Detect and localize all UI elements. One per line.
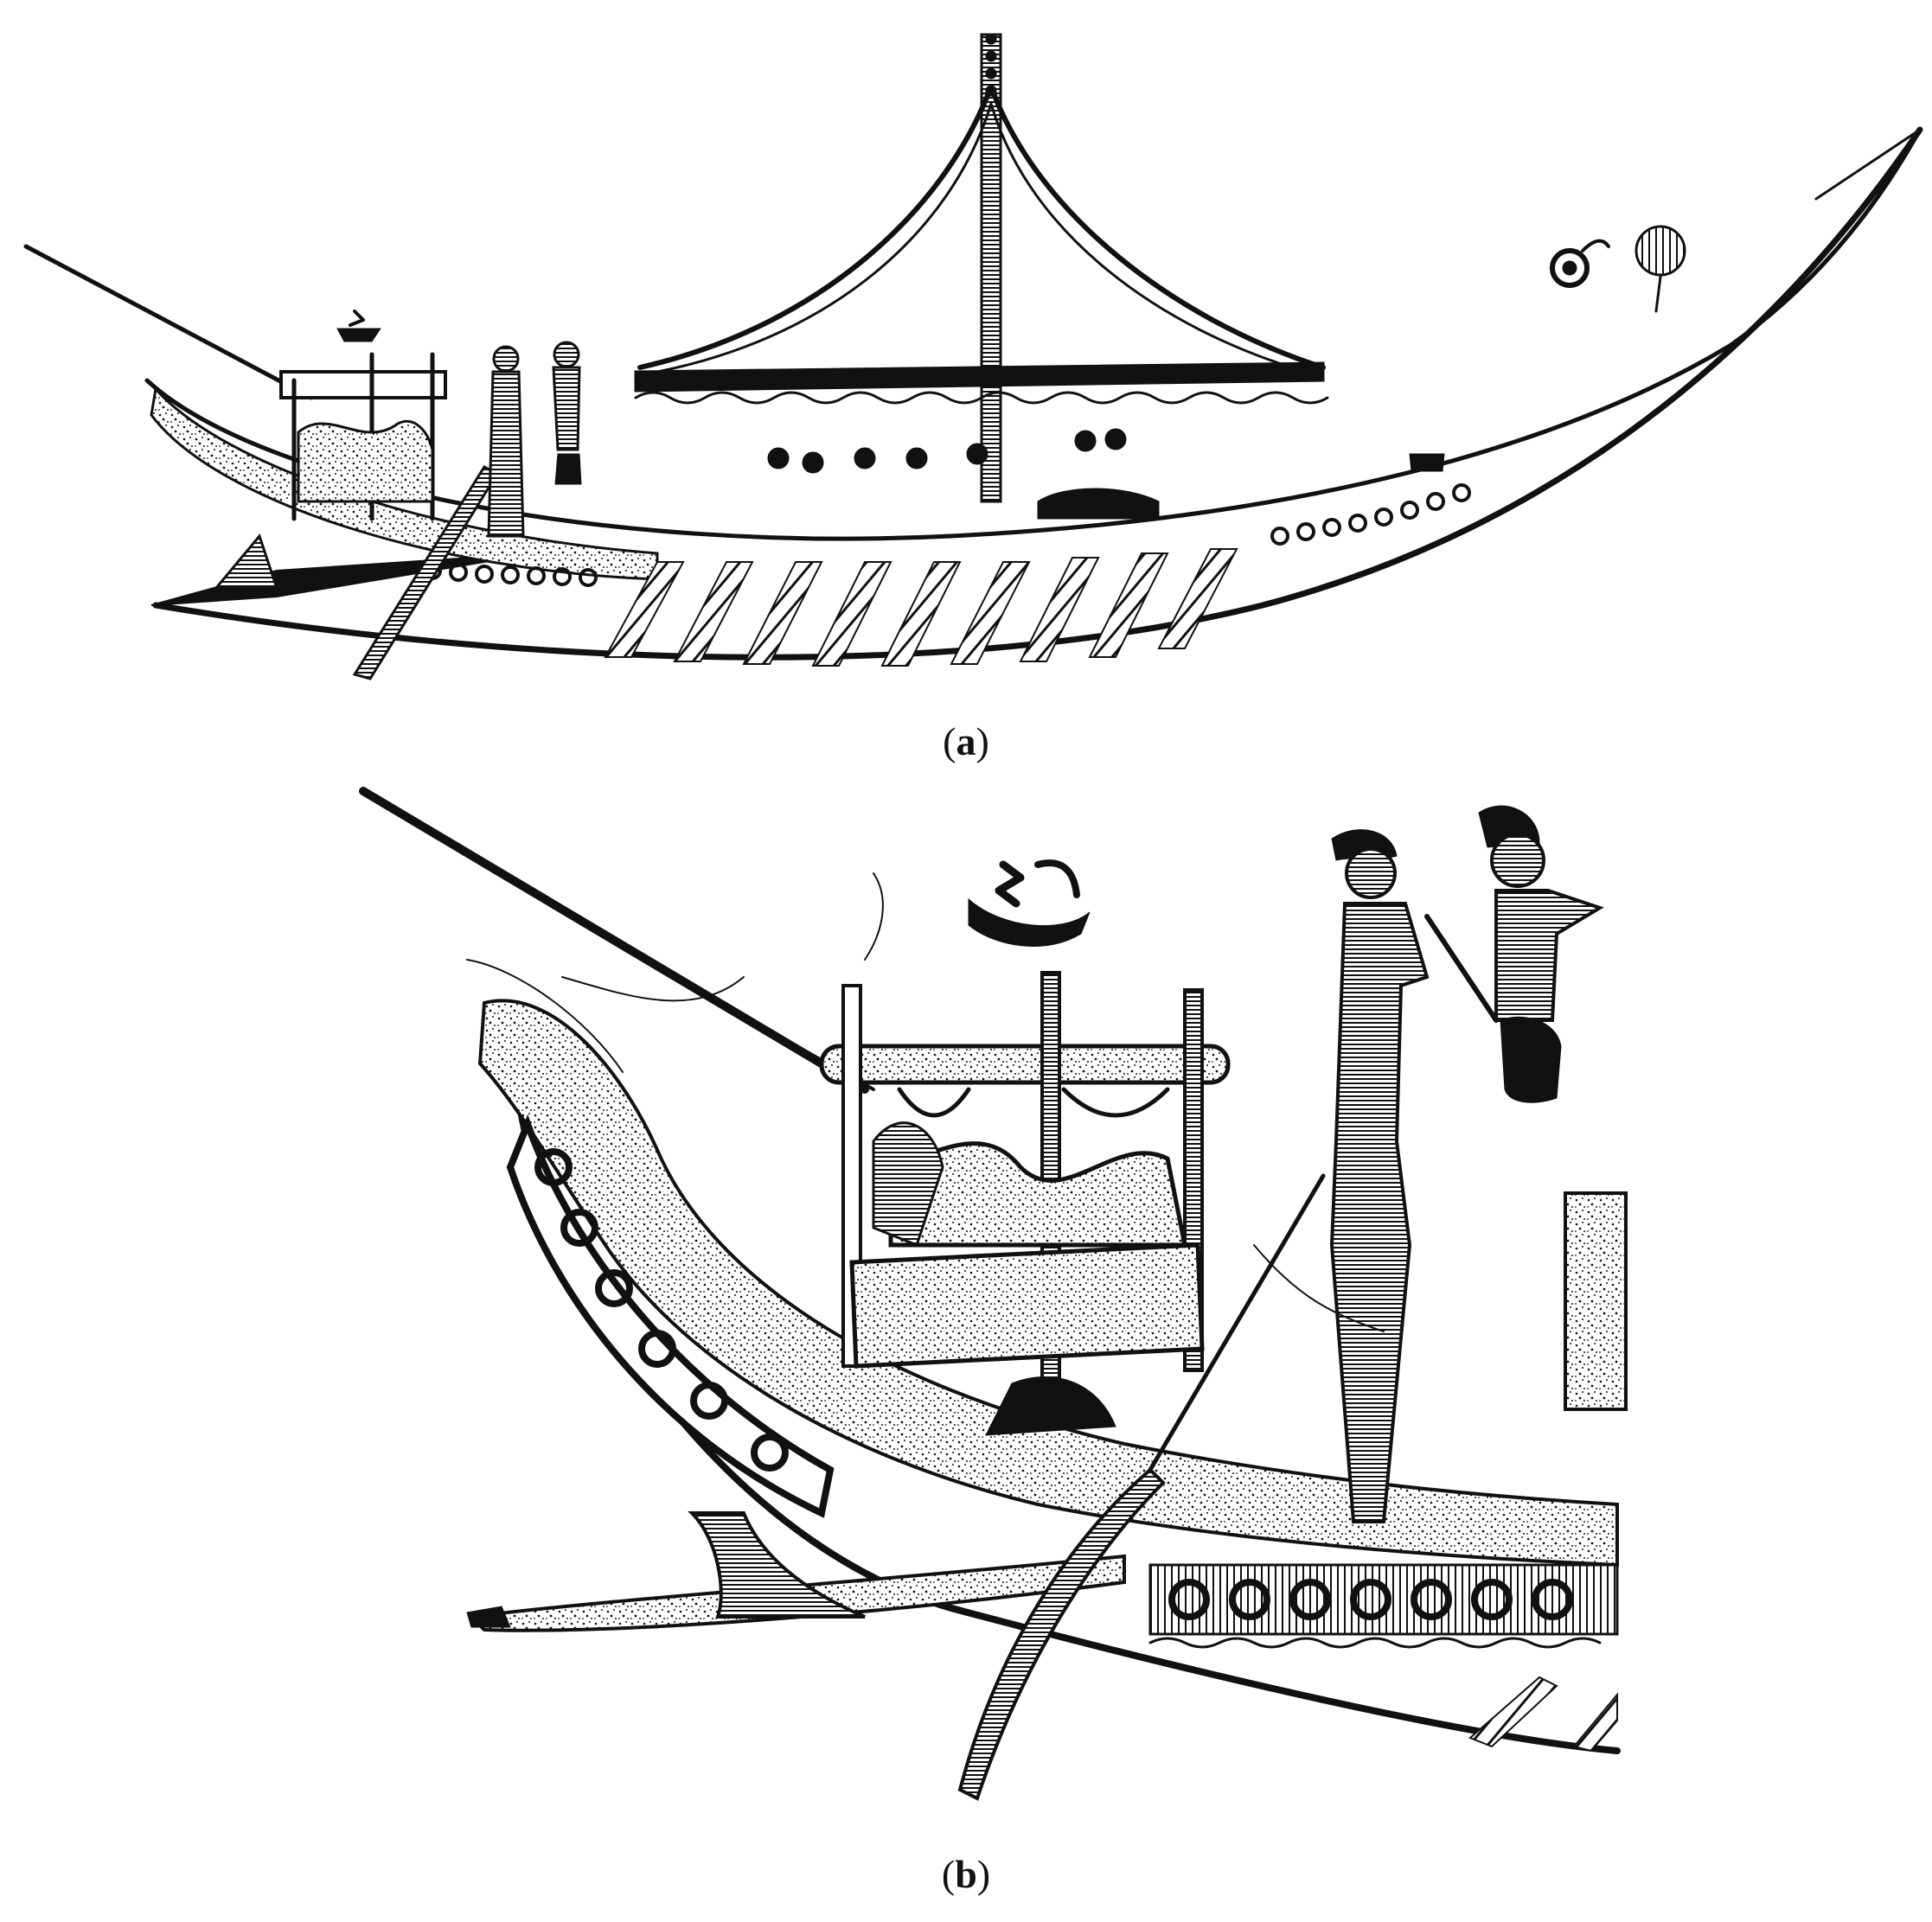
standing-figure-2 <box>552 341 582 485</box>
rower-row <box>767 428 1160 520</box>
detail-oar-blades <box>1468 1676 1618 1753</box>
detail-stern-cabin <box>819 971 1231 1436</box>
figure-panel-a <box>0 0 1932 692</box>
detail-standing-figure-2 <box>1424 805 1604 1103</box>
rigging-right-inner <box>989 102 1308 374</box>
detail-deck-box <box>1564 1191 1628 1411</box>
detail-frieze-lower <box>1148 1563 1619 1636</box>
standing-figure-1 <box>487 345 525 538</box>
rigging-left-inner <box>656 102 993 374</box>
caption-a: (a) <box>0 718 1932 766</box>
bow-ornament <box>1550 239 1610 288</box>
detail-spiral-motifs-upper <box>534 1148 789 1472</box>
awning-fringe <box>634 391 1329 405</box>
rigging-right <box>988 84 1326 370</box>
caption-a-letter: a <box>956 719 976 763</box>
detail-oar-shaft <box>1148 1173 1326 1472</box>
spiral-row-bow <box>1270 483 1471 546</box>
bow-animal <box>1409 453 1445 472</box>
caption-b-open: ( <box>941 1852 956 1896</box>
caption-b: (b) <box>0 1850 1932 1899</box>
oar-row <box>604 548 1238 667</box>
ship-drawing-stern-detail <box>359 787 1628 1801</box>
detail-crack-lines <box>466 872 1385 1332</box>
detail-spiral-motifs-lower <box>1168 1579 1573 1620</box>
stern-spar <box>23 244 314 400</box>
spiral-row-stern <box>423 561 598 587</box>
detail-stern-spar <box>359 787 869 1094</box>
awning <box>634 361 1325 393</box>
detail-spiral-band <box>506 1114 835 1518</box>
stern-cabin <box>279 352 447 521</box>
rigging-left <box>637 84 994 370</box>
caption-a-close: ) <box>976 719 989 763</box>
ship-drawing-full <box>23 33 1923 680</box>
figure-panel-b <box>0 761 1932 1850</box>
detail-stern-fin <box>688 1511 866 1619</box>
emblem-ship-small <box>336 310 381 342</box>
bow-spar <box>1814 128 1922 201</box>
stern-fin <box>213 533 279 590</box>
detail-hull-band <box>477 999 1619 1568</box>
caption-b-close: ) <box>976 1852 991 1896</box>
detail-emblem-ship <box>968 859 1091 947</box>
detail-standing-figure-1 <box>1329 829 1430 1523</box>
detail-frieze-wave <box>1148 1637 1602 1649</box>
detail-ram-tip <box>466 1606 511 1628</box>
caption-b-letter: b <box>955 1852 977 1896</box>
caption-a-open: ( <box>943 719 956 763</box>
rosette <box>1635 225 1686 313</box>
detail-steering-oar <box>957 1467 1166 1801</box>
